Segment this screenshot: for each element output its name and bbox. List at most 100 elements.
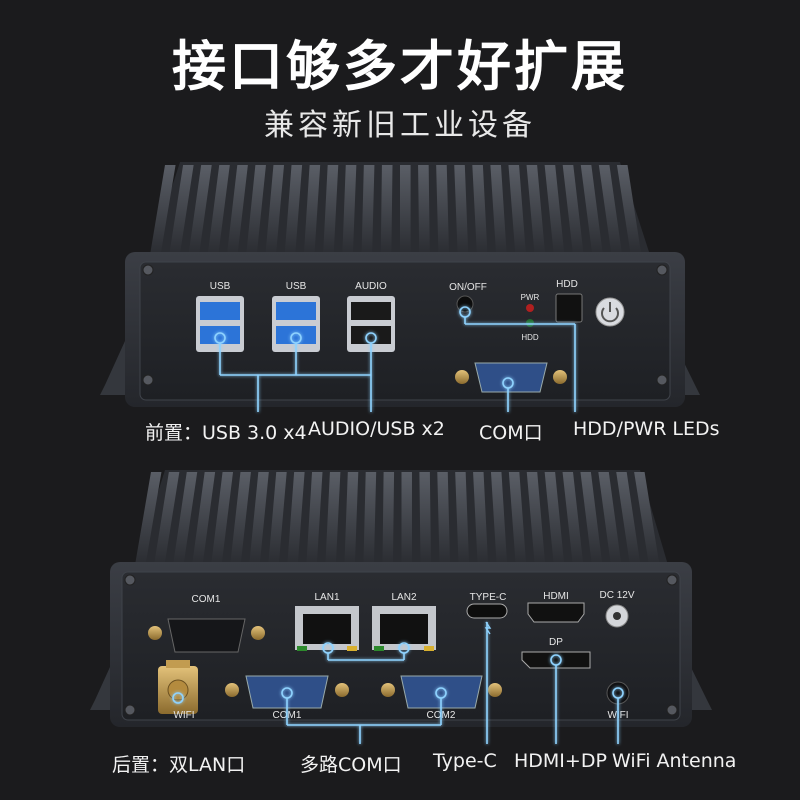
heatsink-fin	[287, 472, 305, 565]
heatsink-fin	[526, 472, 546, 565]
heatsink-fin	[437, 472, 451, 565]
hdmi-label: HDMI	[543, 591, 569, 602]
heatsink-fin	[544, 472, 565, 565]
wifi-antenna-connector-left	[158, 660, 198, 714]
heatsink-fin	[419, 472, 432, 565]
lan2-port	[372, 606, 436, 651]
heatsink-fin	[192, 472, 216, 565]
heatsink-fin	[344, 472, 359, 565]
heatsink-fin	[154, 472, 180, 565]
heatsink-fin	[284, 165, 303, 255]
heatsink-fin	[211, 472, 234, 565]
heatsink-fin	[188, 165, 212, 255]
heatsink-fin	[268, 472, 287, 565]
heatsink-fin	[634, 472, 660, 565]
power-icon	[601, 307, 619, 323]
dc-label: DC 12V	[599, 590, 634, 601]
heatsink-fin	[207, 165, 230, 255]
heatsink-fin	[526, 165, 546, 255]
audio-label: AUDIO	[355, 281, 387, 292]
lan2-label: LAN2	[391, 592, 416, 603]
caption-audio-usb: AUDIO/USB x2	[308, 418, 445, 440]
rear-com1-top-port	[148, 618, 265, 653]
heatsink-fin	[616, 472, 641, 565]
dp-port	[521, 651, 591, 669]
usb-label-2: USB	[286, 281, 307, 292]
rear-callout-lines	[172, 622, 624, 744]
heatsink-fin	[342, 165, 357, 255]
onoff-jack	[456, 295, 474, 313]
heatsink-fin	[363, 472, 377, 565]
front-screws	[142, 264, 668, 386]
heatsink-fin	[418, 165, 430, 255]
heatsink-fin	[490, 472, 508, 565]
caption-front-usb: 前置：USB 3.0 x4	[145, 422, 307, 444]
caption-com-port: COM口	[479, 422, 543, 444]
heatsink-fin	[382, 472, 395, 565]
front-heatsink-fins	[150, 165, 642, 255]
heatsink-fin	[544, 165, 565, 255]
heatsink-fin	[473, 472, 489, 565]
heatsink-fin	[490, 165, 507, 255]
onoff-label: ON/OFF	[449, 282, 487, 293]
front-com-port	[455, 362, 567, 393]
heatsink-fin	[173, 472, 198, 565]
heatsink-fin	[472, 165, 488, 255]
heatsink-fin	[616, 165, 642, 255]
rear-com2-bottom-port	[381, 675, 502, 709]
caption-multi-com: 多路COM口	[300, 754, 402, 776]
heatsink-fin	[265, 165, 285, 255]
heatsink-fin	[598, 472, 622, 565]
heatsink-fin	[580, 472, 603, 565]
heatsink-fin	[361, 165, 375, 255]
usb-label-1: USB	[210, 281, 231, 292]
audio-usb-port-group	[347, 296, 395, 352]
heatsink-fin	[249, 472, 269, 565]
caption-leds: HDD/PWR LEDs	[573, 418, 720, 440]
heatsink-fin	[230, 472, 251, 565]
hdd-led-label: HDD	[521, 333, 539, 342]
heatsink-fin	[246, 165, 266, 255]
usb-port-group-2	[272, 296, 320, 352]
dp-label: DP	[549, 637, 563, 648]
heatsink-fin	[508, 472, 527, 565]
typec-label: TYPE-C	[470, 592, 507, 603]
hdd-button-label: HDD	[556, 279, 578, 290]
heatsink-fin	[169, 165, 194, 255]
heatsink-fin	[150, 165, 176, 255]
heatsink-fin	[135, 472, 162, 565]
wifi-left-label: WIFI	[173, 710, 194, 721]
heatsink-fin	[508, 165, 526, 255]
lan1-label: LAN1	[314, 592, 339, 603]
com1-top-label: COM1	[192, 594, 221, 605]
heatsink-fin	[562, 472, 584, 565]
front-unit: USB USB AUDIO ON/OFF PWR HDD HDD	[100, 162, 700, 412]
lan1-port	[295, 606, 359, 651]
heatsink-fin	[323, 165, 339, 255]
heatsink-fin	[598, 165, 623, 255]
lightning-icon	[484, 621, 492, 635]
heatsink-fin	[562, 165, 584, 255]
typec-port	[466, 603, 508, 619]
rear-unit: COM1 LAN1 LAN2 TYPE-C HDMI DP DC 12V	[90, 470, 712, 744]
heatsink-fin	[226, 165, 248, 255]
rear-com1-bottom-port	[225, 675, 349, 709]
caption-wifi-antenna: WiFi Antenna	[612, 750, 737, 772]
hdd-button	[555, 293, 583, 323]
caption-hdmi-dp: HDMI+DP	[514, 750, 607, 772]
hdd-led	[526, 319, 534, 327]
heatsink-fin	[306, 472, 323, 565]
subheadline: 兼容新旧工业设备	[264, 108, 536, 143]
heatsink-fin	[303, 165, 321, 255]
headline: 接口够多才好扩展	[172, 35, 628, 98]
heatsink-fin	[454, 165, 469, 255]
heatsink-fin	[455, 472, 470, 565]
heatsink-fin	[580, 165, 603, 255]
hdmi-port	[527, 602, 585, 623]
rear-heatsink-fins	[135, 472, 660, 565]
heatsink-fin	[401, 472, 412, 565]
usb-port-group-1	[196, 296, 244, 352]
pwr-led	[526, 304, 534, 312]
caption-dual-lan: 后置：双LAN口	[112, 754, 246, 776]
